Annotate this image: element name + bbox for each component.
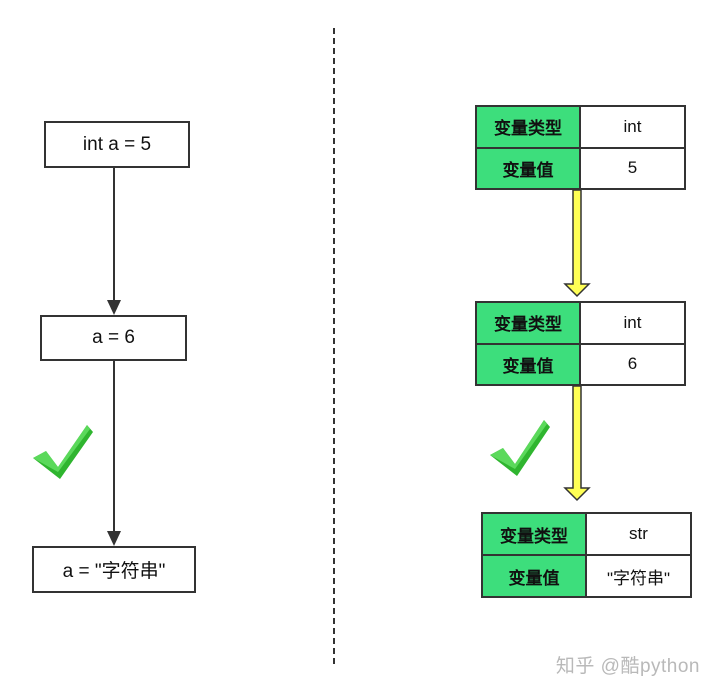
type-label-cell: 变量类型 [481,512,587,556]
value-value-cell: 5 [579,146,686,190]
type-value-cell: int [579,301,686,345]
var-table-1: 变量类型 int 变量值 5 [475,105,686,190]
var-table-3: 变量类型 str 变量值 "字符串" [481,512,692,598]
type-label-cell: 变量类型 [475,105,581,149]
var-table-2: 变量类型 int 变量值 6 [475,301,686,386]
flow-node-a-6: a = 6 [40,315,187,361]
type-label-cell: 变量类型 [475,301,581,345]
type-value-cell: str [585,512,692,556]
checkmark-icon [33,425,93,479]
watermark: 知乎 @酷python [555,656,700,677]
value-label-cell: 变量值 [481,554,587,598]
yellow-arrow-1 [563,189,591,298]
value-value-cell: "字符串" [585,554,692,598]
type-value-cell: int [579,105,686,149]
value-label-cell: 变量值 [475,146,581,190]
left-arrow-1 [107,168,121,315]
left-arrow-2 [107,361,121,546]
value-value-cell: 6 [579,342,686,386]
flow-node-int-a-5: int a = 5 [44,121,190,168]
yellow-arrow-2 [563,385,591,502]
checkmark-icon [490,420,550,476]
value-label-cell: 变量值 [475,342,581,386]
flow-node-a-string: a = "字符串" [32,546,196,593]
dashed-divider [333,28,335,664]
